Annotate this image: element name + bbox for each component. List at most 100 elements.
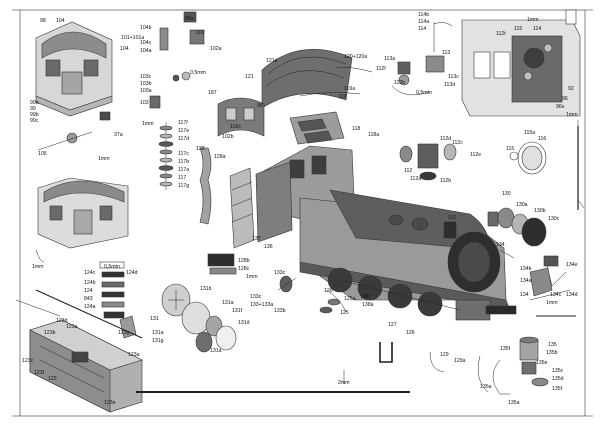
callout-114b: 114b (418, 12, 429, 18)
parts-125 (319, 289, 347, 314)
callout-123b: 123b (44, 330, 56, 336)
axle-133 (277, 277, 297, 291)
part-134d (529, 289, 571, 301)
callout-104: 104 (56, 18, 65, 24)
callout-128a: 128a (214, 154, 226, 160)
cab-roof-arch (41, 31, 107, 59)
callout-96: 96 (562, 96, 568, 102)
part-99a-top (183, 11, 197, 23)
part-135a-wire (492, 359, 510, 395)
callout-123c: 123c (22, 358, 34, 364)
washer-117d (158, 141, 174, 147)
gauge-1 (543, 43, 553, 53)
part-112c (443, 143, 457, 161)
part-105 (66, 132, 78, 144)
part-128c (209, 267, 237, 275)
callout-116: 116 (538, 136, 546, 142)
callout-124: 124 (84, 288, 93, 294)
callout-115a: 115a (524, 130, 535, 136)
gear-133 (207, 253, 297, 293)
callout-135x: 135a (508, 400, 520, 406)
rear-window-r (99, 205, 113, 221)
part-131f (195, 331, 213, 353)
loco-cab-window (311, 155, 327, 175)
callout-118a: 118a (368, 132, 379, 138)
parts-135 (478, 336, 549, 395)
callout-112e: 112e (470, 152, 481, 158)
callout-130a: 130a (516, 202, 528, 208)
washer-117b (159, 157, 173, 163)
callout-103c: 103c (140, 74, 152, 80)
part-05mm-washer (181, 71, 191, 81)
part-124 (101, 291, 125, 298)
callout-128c: 128c (238, 266, 250, 272)
callout-131b: 131b (200, 286, 212, 292)
part-112d (417, 143, 439, 169)
callout-134d: 134d (566, 292, 578, 298)
callout-123: 123 (48, 376, 57, 382)
cab-window-right (83, 59, 99, 77)
leader-119 (299, 92, 361, 97)
callout-113d: 113d (444, 82, 455, 88)
callout-124c: 124c (84, 270, 96, 276)
callout-187: 187 (208, 90, 217, 96)
washer-117f (159, 125, 173, 131)
washer-117g (159, 181, 173, 187)
callout-99b: 99b (30, 112, 39, 118)
part-135-top (519, 336, 539, 344)
callout-123f: 123f (34, 370, 45, 376)
callout-119: 119 (338, 94, 346, 100)
callout-124a: 124a (84, 304, 96, 310)
loco-wheel (357, 275, 383, 301)
callout-124b: 124b (84, 280, 96, 286)
callout-138a: 138a (362, 302, 374, 308)
callout-96x: 96x (556, 104, 565, 110)
callout-134e: 134e (566, 262, 578, 268)
roof-rib (267, 56, 347, 75)
part-104-frame (159, 27, 169, 51)
cab-front-right (461, 9, 581, 117)
cab-door (61, 71, 83, 95)
callout-117c: 117c (178, 151, 189, 157)
callout-121a: 121a (266, 58, 278, 64)
callout-1mm-f: 1mm (546, 300, 558, 306)
callout-104b: 104b (140, 25, 152, 31)
callout-133b: 133b (274, 308, 286, 314)
cab-window-left (45, 59, 61, 77)
callout-123a-b: 123a (128, 352, 140, 358)
loco-buffer-beam (485, 305, 517, 315)
part-128 (199, 147, 212, 225)
callout-105: 105 (38, 151, 47, 157)
wheel-set-131 (161, 283, 237, 353)
callout-136: 136 (264, 244, 273, 250)
part-131d (215, 325, 237, 351)
callout-05mm-b: 0,5mm (416, 90, 432, 96)
callout-115b: 1mm (527, 17, 539, 23)
callout-135f: 135f (552, 386, 563, 392)
loco-bunker (255, 161, 293, 243)
cab-roof-121 (261, 49, 373, 109)
callout-135a: 135a (480, 384, 492, 390)
rear-window-l (49, 205, 63, 221)
callout-05mm-a: 0,5mm (190, 70, 206, 76)
callout-103b: 103b (140, 81, 152, 87)
callout-131d: 131d (238, 320, 250, 326)
part-128a (229, 167, 255, 249)
callout-117a: 117a (178, 167, 189, 173)
part-133 (279, 275, 293, 293)
frame-window (243, 107, 255, 121)
callout-125a: 125a (344, 296, 356, 302)
callout-112: 112 (448, 215, 456, 221)
callout-112t: 112t (496, 31, 506, 37)
callout-113a: 113a (384, 56, 395, 62)
callout-117: 117 (178, 175, 186, 181)
callout-135r: 135 (548, 342, 557, 348)
callout-118: 118 (352, 126, 360, 132)
wire-diagonal (35, 289, 143, 339)
rods-and-wires (35, 126, 579, 393)
part-112a (419, 171, 437, 181)
callout-128b: 128b (238, 258, 250, 264)
vent-slot (303, 130, 333, 144)
loco-coupling-rod (339, 279, 461, 311)
